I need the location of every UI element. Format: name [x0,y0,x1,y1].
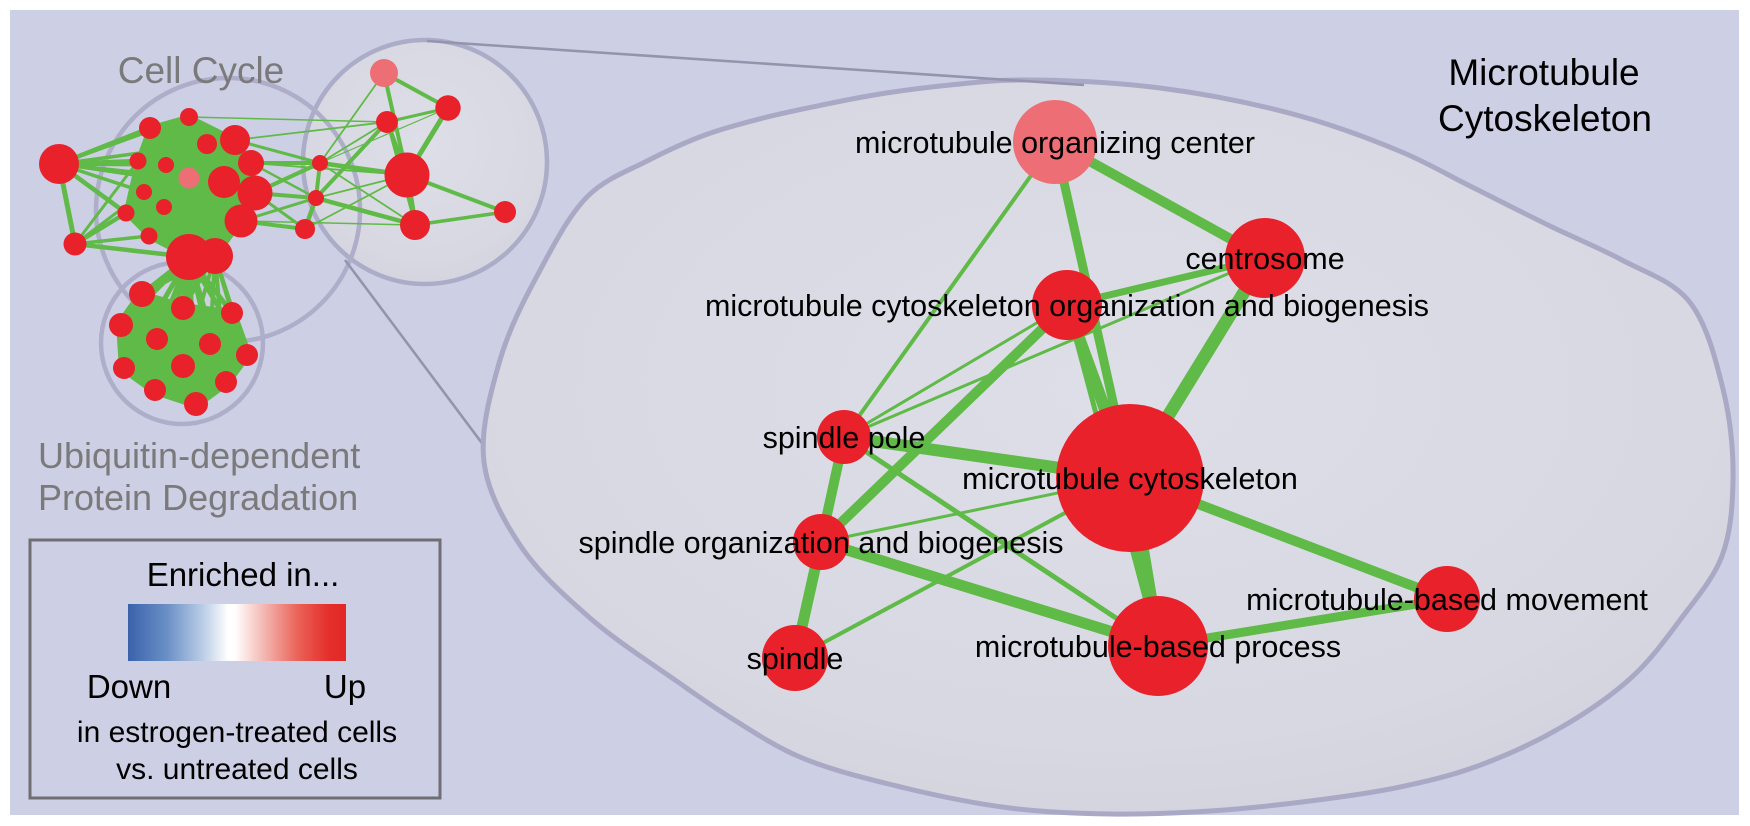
svg-text:microtubule cytoskeleton: microtubule cytoskeleton [962,462,1298,496]
svg-text:Down: Down [87,668,171,705]
svg-text:microtubule organizing center: microtubule organizing center [855,126,1255,160]
svg-text:centrosome: centrosome [1185,242,1344,276]
svg-text:spindle: spindle [747,642,844,676]
svg-text:microtubule-based movement: microtubule-based movement [1246,583,1648,617]
svg-text:microtubule-based process: microtubule-based process [975,630,1341,664]
svg-text:Up: Up [324,668,366,705]
svg-text:Cytoskeleton: Cytoskeleton [1438,98,1652,139]
svg-text:microtubule cytoskeleton organ: microtubule cytoskeleton organization an… [705,289,1429,323]
svg-text:vs. untreated cells: vs. untreated cells [116,753,358,786]
svg-text:spindle organization and bioge: spindle organization and biogenesis [579,526,1064,560]
svg-text:spindle pole: spindle pole [763,421,926,455]
svg-text:in estrogen-treated cells: in estrogen-treated cells [77,716,397,749]
svg-text:Protein Degradation: Protein Degradation [38,477,358,518]
svg-text:Enriched in...: Enriched in... [147,556,340,593]
svg-text:Cell Cycle: Cell Cycle [118,50,285,91]
svg-text:Ubiquitin-dependent: Ubiquitin-dependent [38,435,360,476]
svg-text:Microtubule: Microtubule [1448,52,1639,93]
